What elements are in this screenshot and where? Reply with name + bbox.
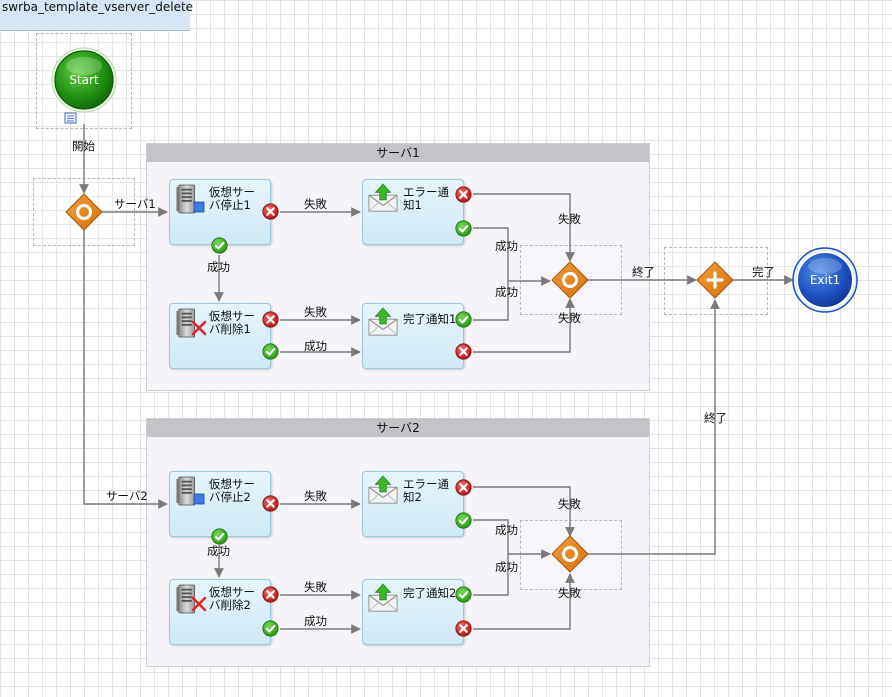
success-port-icon[interactable] [211, 237, 228, 254]
start-list-icon[interactable] [64, 112, 77, 124]
edge-label-success: 成功 [495, 523, 518, 537]
join-gateway[interactable] [696, 261, 734, 299]
merge1-gateway[interactable] [551, 261, 589, 299]
edge-label-fail: 失敗 [558, 212, 581, 226]
success-port-icon[interactable] [211, 528, 228, 545]
task-done2-label: 完了通知2 [403, 586, 457, 600]
edge-label-done: 完了 [752, 265, 775, 279]
task-stop2-label: 仮想サーバ停止2 [209, 477, 255, 504]
edge-label-fail: 失敗 [304, 489, 327, 503]
success-port-icon[interactable] [455, 512, 472, 529]
mail-upload-icon [368, 475, 398, 504]
fail-port-icon[interactable] [262, 203, 279, 220]
server-icon [176, 308, 196, 338]
delete-x-icon [191, 320, 207, 336]
edge-label-success: 成功 [207, 260, 230, 274]
fail-port-icon[interactable] [455, 620, 472, 637]
fail-port-icon[interactable] [455, 479, 472, 496]
exit-label: Exit1 [809, 273, 841, 287]
mail-upload-icon [368, 583, 398, 612]
fail-port-icon[interactable] [455, 343, 472, 360]
success-port-icon[interactable] [455, 220, 472, 237]
start-node[interactable] [51, 47, 117, 113]
edge-label-server2: サーバ2 [106, 489, 148, 503]
fail-port-icon[interactable] [262, 311, 279, 328]
task-del1-label: 仮想サーバ削除1 [209, 309, 255, 336]
merge2-gateway[interactable] [551, 535, 589, 573]
edge-label-fail: 失敗 [304, 305, 327, 319]
task-err2-label: エラー通知2 [403, 477, 449, 504]
edge-done2-merge2-ok [473, 554, 509, 596]
edge-label-success: 成功 [304, 614, 327, 628]
exit-node[interactable] [792, 247, 858, 313]
delete-x-icon [191, 596, 207, 612]
diagram-title: swrba_template_vserver_delete [2, 0, 194, 14]
success-port-icon[interactable] [455, 311, 472, 328]
success-port-icon[interactable] [455, 586, 472, 603]
edge-err2-merge2-ok [473, 519, 551, 559]
edge-label-success: 成功 [207, 544, 230, 558]
edge-label-fail: 失敗 [304, 197, 327, 211]
server-icon [176, 584, 196, 614]
edge-label-end: 終了 [632, 265, 655, 279]
success-port-icon[interactable] [262, 343, 279, 360]
edge-label-success: 成功 [304, 339, 327, 353]
edge-label-fail: 失敗 [558, 311, 581, 325]
title-bar [0, 0, 190, 31]
edge-fork-stop2 [83, 229, 168, 509]
edge-done1-merge1-ok [473, 281, 509, 321]
task-err1-label: エラー通知1 [403, 185, 449, 212]
fail-port-icon[interactable] [262, 586, 279, 603]
lane-server1-header: サーバ1 [147, 144, 649, 162]
stop-square-icon [193, 493, 205, 505]
edge-err2-merge2-fail [473, 486, 575, 537]
edge-done2-merge2-fail [473, 573, 575, 630]
edge-err1-merge1-ok [473, 227, 551, 286]
fail-port-icon[interactable] [262, 495, 279, 512]
edge-label-kaishi: 開始 [72, 139, 95, 153]
mail-upload-icon [368, 183, 398, 212]
edge-label-fail: 失敗 [558, 497, 581, 511]
mail-upload-icon [368, 307, 398, 336]
success-port-icon[interactable] [262, 620, 279, 637]
server-icon [176, 184, 196, 214]
edge-label-success: 成功 [495, 239, 518, 253]
start-label: Start [69, 73, 99, 87]
server-icon [176, 476, 196, 506]
edge-label-end: 終了 [704, 411, 727, 425]
edge-label-success: 成功 [495, 560, 518, 574]
edge-merge2-join [588, 299, 720, 555]
edge-label-fail: 失敗 [558, 586, 581, 600]
task-complete-notify1[interactable] [362, 303, 464, 369]
fail-port-icon[interactable] [455, 186, 472, 203]
edge-label-fail: 失敗 [304, 580, 327, 594]
fork-gateway[interactable] [65, 193, 103, 231]
edge-label-success: 成功 [495, 285, 518, 299]
stop-square-icon [193, 201, 205, 213]
task-done1-label: 完了通知1 [403, 312, 457, 326]
edge-label-server1: サーバ1 [114, 197, 156, 211]
task-stop1-label: 仮想サーバ停止1 [209, 185, 255, 212]
edge-err1-merge1-fail [473, 193, 575, 262]
task-del2-label: 仮想サーバ削除2 [209, 585, 255, 612]
lane-server2-header: サーバ2 [147, 419, 649, 437]
edge-done1-merge1-fail [473, 298, 575, 353]
